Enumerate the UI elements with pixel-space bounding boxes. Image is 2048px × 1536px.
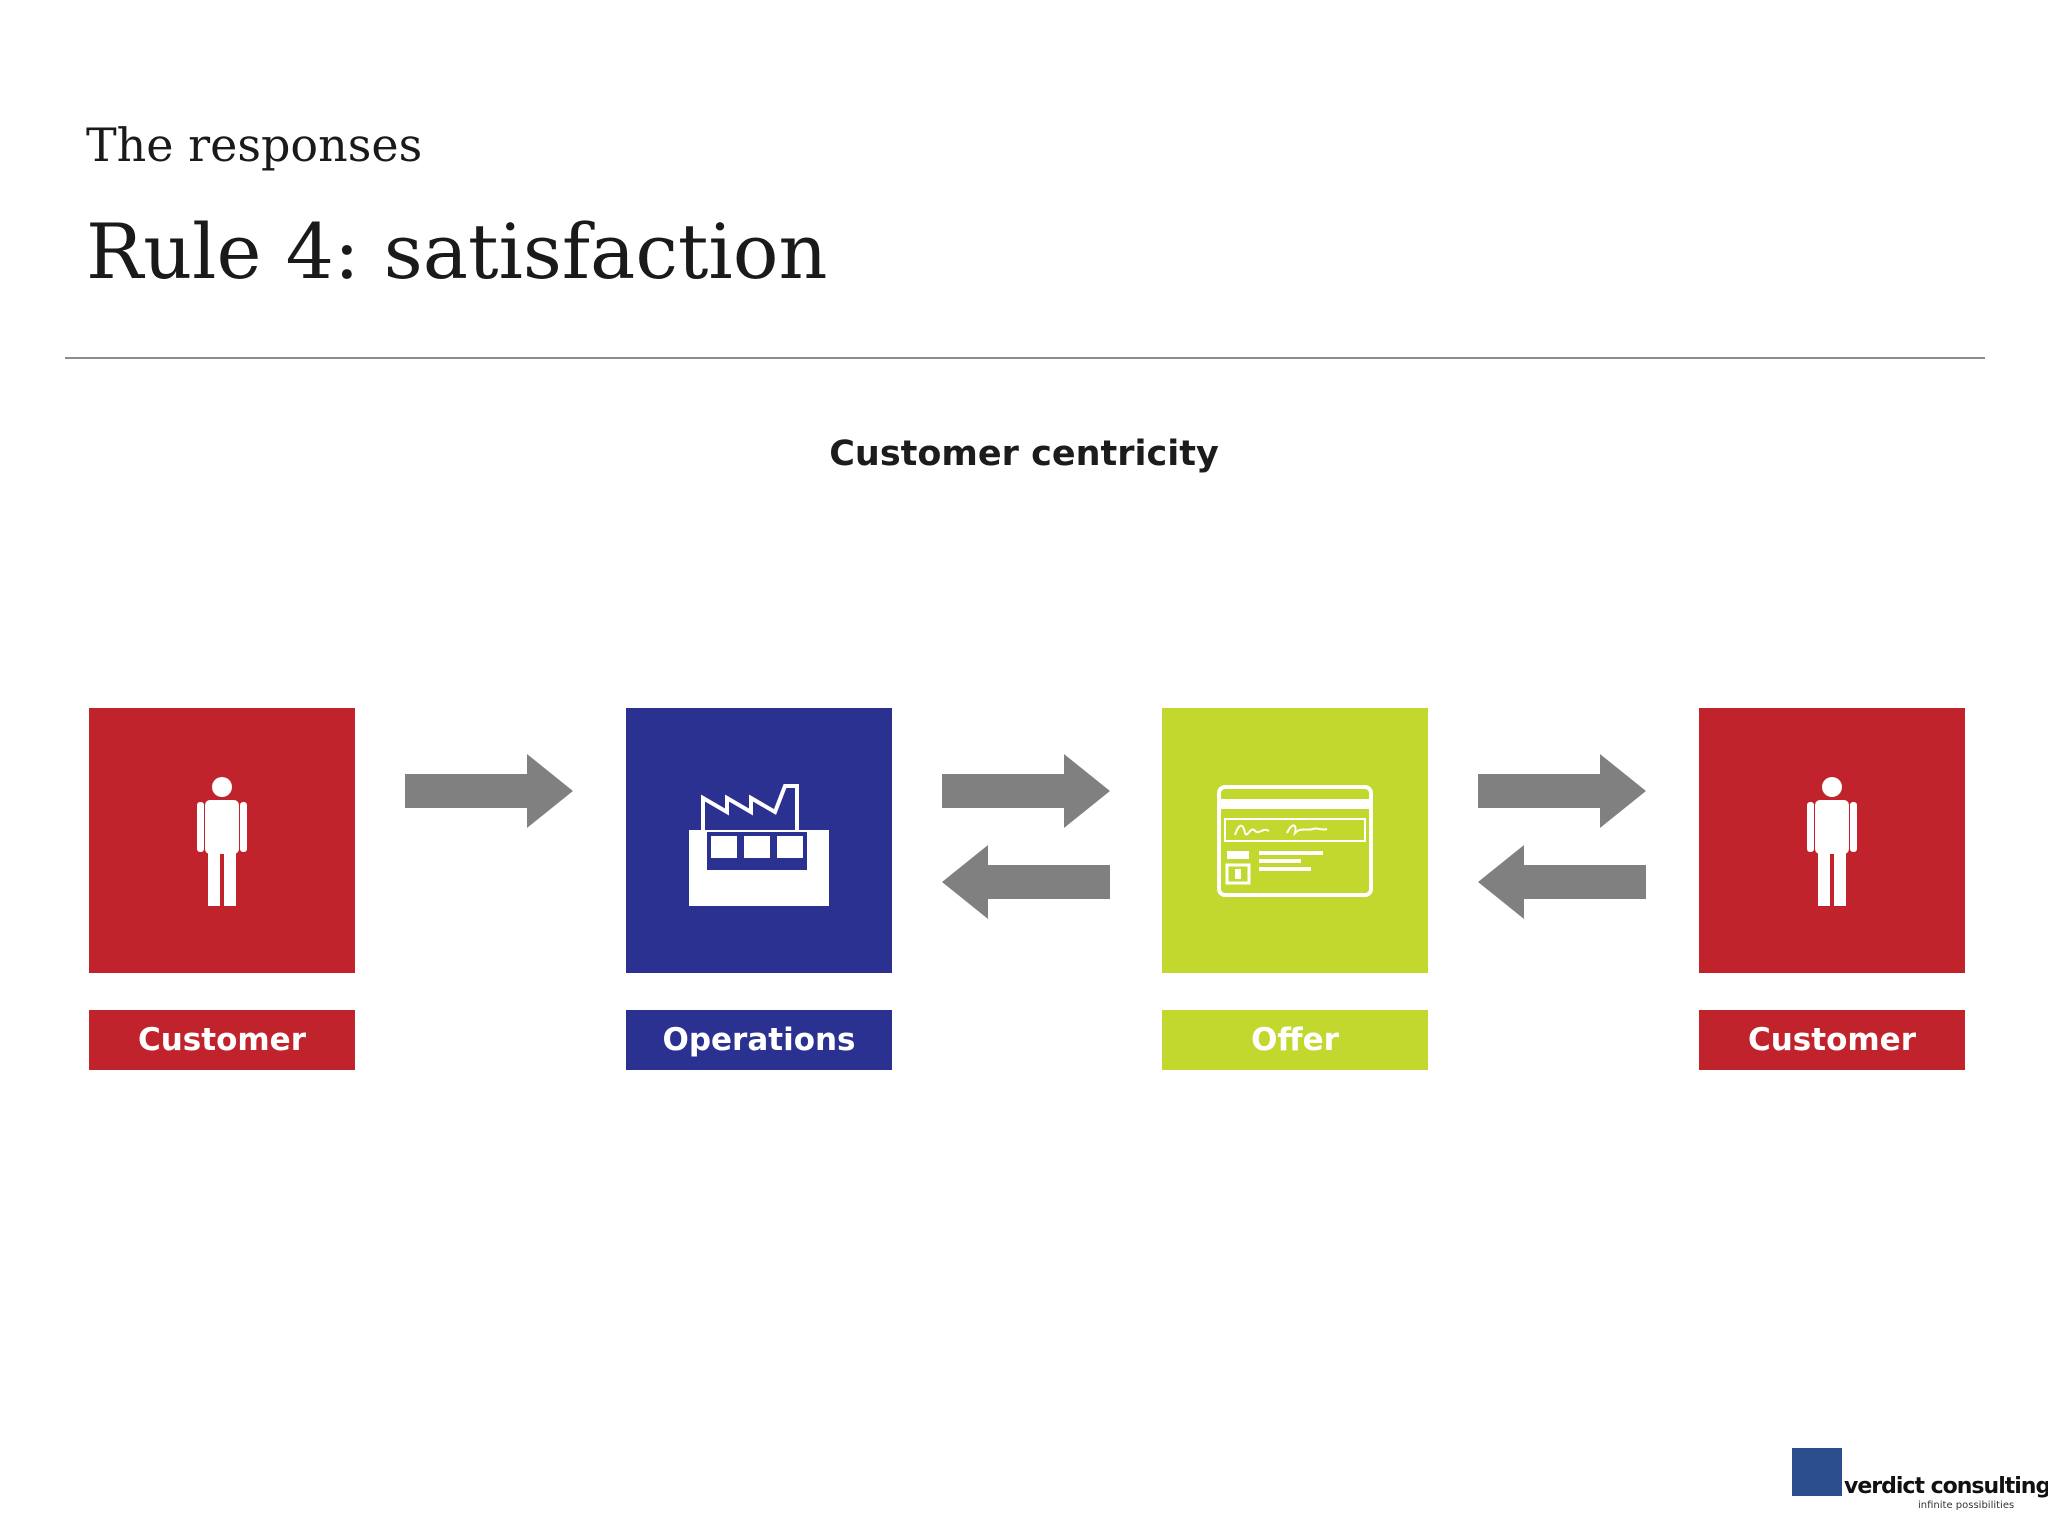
arrow-left-icon	[942, 845, 1110, 919]
operations-label: Operations	[626, 1010, 892, 1070]
verdict-consulting-logo: verdict consulting infinite possibilitie…	[1792, 1448, 2048, 1518]
offer-node-box	[1162, 708, 1428, 973]
arrow-right-icon	[1478, 754, 1646, 828]
factory-icon	[689, 783, 829, 906]
customer-node-box	[1699, 708, 1965, 973]
logo-square	[1792, 1448, 1842, 1496]
title-divider	[65, 357, 1985, 359]
slide-title: Rule 4: satisfaction	[86, 207, 828, 296]
logo-tagline: infinite possibilities	[1918, 1500, 2015, 1511]
customer-node-box	[89, 708, 355, 973]
arrow-right-icon	[405, 754, 573, 828]
card-icon	[1217, 784, 1373, 897]
person-icon	[1807, 776, 1857, 906]
slide-subtitle: The responses	[86, 118, 423, 172]
person-icon	[197, 776, 247, 906]
logo-name: verdict consulting	[1844, 1474, 2048, 1499]
diagram-title: Customer centricity	[829, 434, 1219, 474]
arrow-right-icon	[942, 754, 1110, 828]
offer-label: Offer	[1162, 1010, 1428, 1070]
operations-node-box	[626, 708, 892, 973]
arrow-left-icon	[1478, 845, 1646, 919]
customer-label: Customer	[89, 1010, 355, 1070]
customer-label: Customer	[1699, 1010, 1965, 1070]
